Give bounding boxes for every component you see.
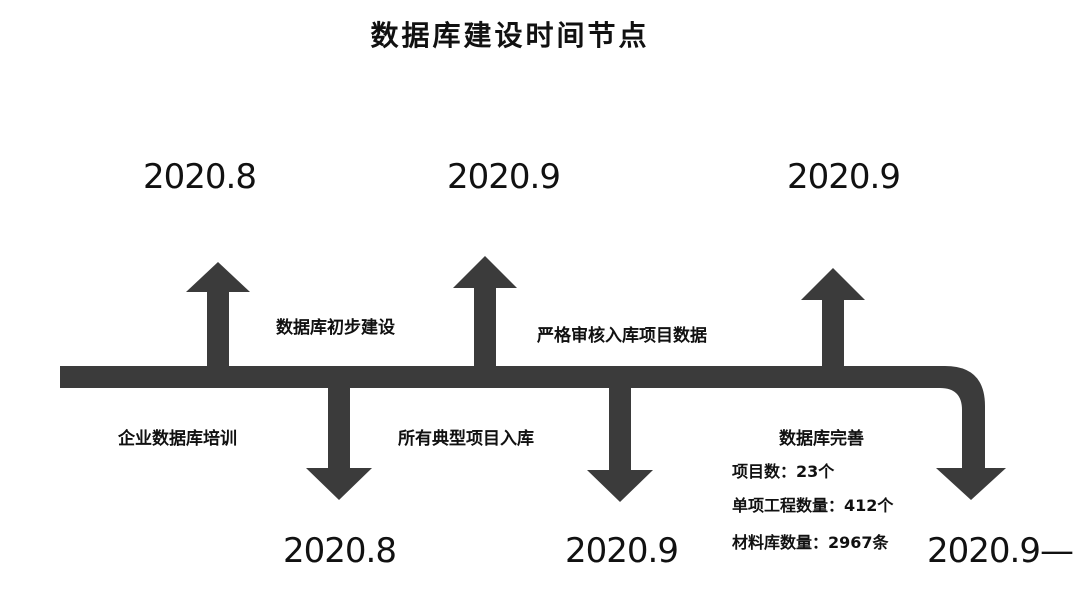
date-milestone-1: 2020.8 xyxy=(143,157,257,197)
page-title: 数据库建设时间节点 xyxy=(370,19,650,52)
date-milestone-4: 2020.9 xyxy=(565,531,679,571)
detail-material-count: 材料库数量：2967条 xyxy=(732,533,889,552)
label-milestone-5: 数据库完善 xyxy=(779,429,864,449)
date-milestone-2: 2020.8 xyxy=(283,531,397,571)
date-milestone-6: 2020.9— xyxy=(927,531,1074,571)
date-milestone-3: 2020.9 xyxy=(447,157,561,197)
up-arrow-3 xyxy=(801,268,865,370)
timeline-band xyxy=(60,366,985,468)
date-milestone-5: 2020.9 xyxy=(787,157,901,197)
up-arrow-1 xyxy=(186,262,250,370)
down-arrow-1 xyxy=(306,384,372,500)
down-arrow-2 xyxy=(587,384,653,502)
label-milestone-2: 数据库初步建设 xyxy=(276,318,395,338)
timeline-end-arrowhead xyxy=(936,468,1006,500)
detail-work-item-count: 单项工程数量：412个 xyxy=(732,496,894,515)
label-milestone-4: 严格审核入库项目数据 xyxy=(537,326,707,346)
detail-project-count: 项目数：23个 xyxy=(732,462,835,481)
label-milestone-1: 企业数据库培训 xyxy=(118,429,237,449)
label-milestone-3: 所有典型项目入库 xyxy=(398,429,534,449)
up-arrow-2 xyxy=(453,256,517,370)
